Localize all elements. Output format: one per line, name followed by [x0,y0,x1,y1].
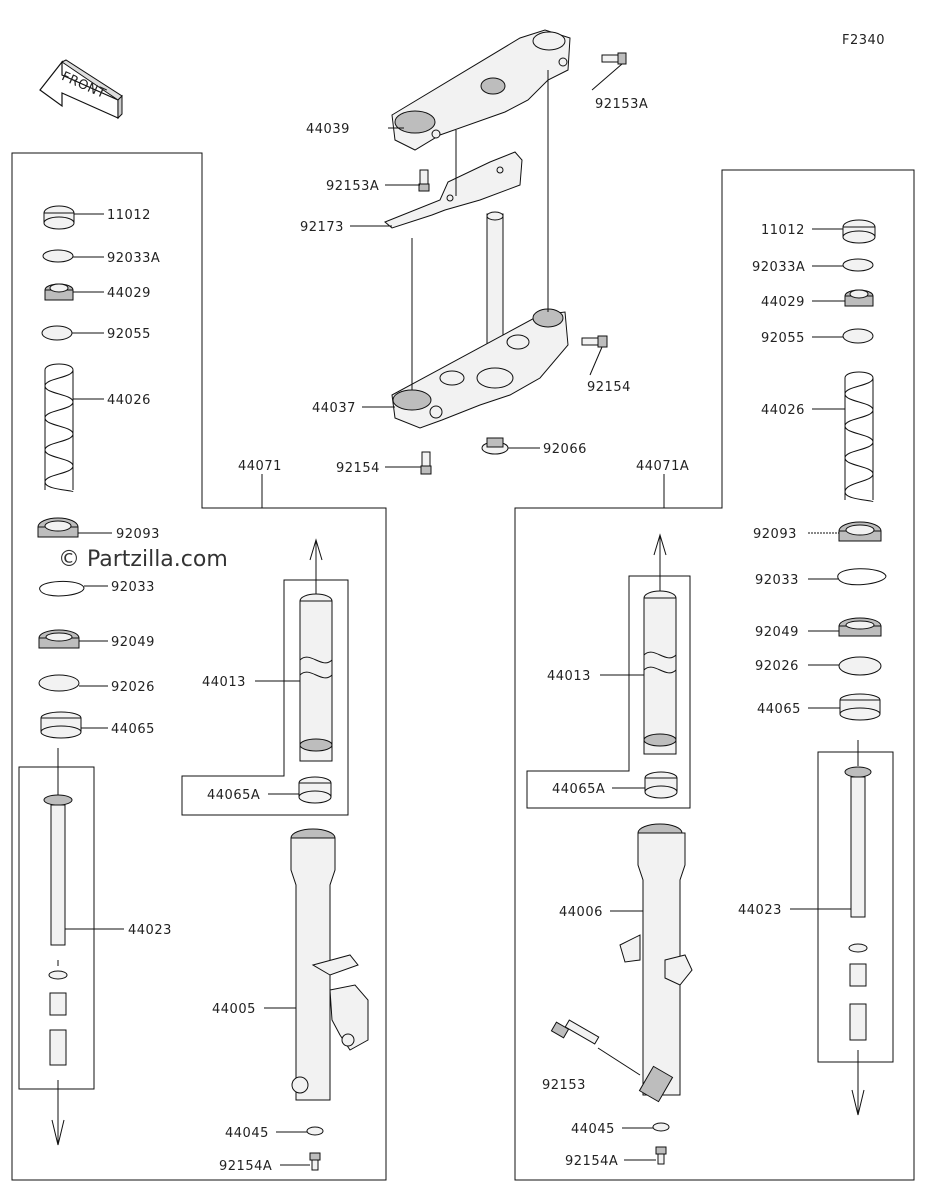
left-label-11012: 11012 [107,208,151,223]
front-arrow-icon [39,59,123,120]
right-label-92055: 92055 [761,331,805,346]
right-label-44071a: 44071A [636,459,689,474]
right-seal-92093 [838,521,882,542]
left-ring-92033a [42,249,74,263]
left-outer-tube-44005 [290,828,369,1101]
left-label-92033: 92033 [111,580,155,595]
left-label-92093: 92093 [116,527,160,542]
right-label-11012: 11012 [761,223,805,238]
left-bushing-44065a [298,776,332,804]
left-inner-tube-44013 [299,593,333,762]
right-label-44013: 44013 [547,669,591,684]
right-damper-44023 [844,766,872,1041]
label-92154-right: 92154 [587,380,631,395]
bolt-92154-right [581,335,608,348]
right-seal-92049 [838,617,882,637]
plate-92173 [384,151,523,229]
right-bushing-44065a [644,771,678,799]
left-44023-box [18,766,95,1090]
right-label-92154a: 92154A [565,1154,618,1169]
left-label-92055: 92055 [107,327,151,342]
right-label-44023: 44023 [738,903,782,918]
left-plug-44029 [44,283,74,301]
left-spring-44026 [44,363,74,493]
left-clip-92033 [39,580,85,597]
figure-code: F2340 [842,33,885,48]
right-fork-frame [514,169,915,1181]
right-label-92049: 92049 [755,625,799,640]
left-label-44026: 44026 [107,393,151,408]
left-washer-44045 [306,1126,324,1136]
left-label-44065: 44065 [111,722,155,737]
upper-bracket-44039 [391,29,571,151]
bolt-92153a-top [601,52,627,65]
label-44039: 44039 [306,122,350,137]
label-92066: 92066 [543,442,587,457]
bolt-92154-left [420,451,432,475]
right-cap-11012 [842,219,876,244]
right-oring-92055 [842,328,874,344]
right-plug-44029 [844,289,874,307]
left-washer-92026 [38,674,80,692]
right-bolt-92153 [550,1019,600,1045]
label-44037: 44037 [312,401,356,416]
right-44023-box [817,751,894,1063]
right-label-92093: 92093 [753,527,797,542]
left-label-44045: 44045 [225,1126,269,1141]
left-label-44029: 44029 [107,286,151,301]
right-label-44065a: 44065A [552,782,605,797]
label-92153a-mid: 92153A [326,179,379,194]
right-label-92033: 92033 [755,573,799,588]
left-label-92049: 92049 [111,635,155,650]
right-spring-44026 [844,371,874,503]
left-bushing-44065 [40,711,82,739]
left-label-44023: 44023 [128,923,172,938]
bolt-92153a-mid [418,169,430,192]
right-outer-tube-44006 [619,823,693,1103]
right-inner-tube-44013 [643,590,677,755]
left-cap-11012 [43,205,75,230]
left-44013-box [181,579,349,816]
left-label-44013: 44013 [202,675,246,690]
right-ring-92033a [842,258,874,272]
nut-92066 [481,437,509,455]
label-92154-left: 92154 [336,461,380,476]
leader-lines [65,63,851,1166]
right-label-44029: 44029 [761,295,805,310]
left-damper-44023 [43,794,73,1066]
left-fork-frame [11,152,387,1181]
steering-stem-44037 [391,211,569,429]
left-label-92154a: 92154A [219,1159,272,1174]
left-label-92026: 92026 [111,680,155,695]
right-bolt-92154a [655,1146,667,1165]
right-label-44026: 44026 [761,403,805,418]
left-bolt-92154a [309,1152,321,1171]
right-label-44065: 44065 [757,702,801,717]
left-oring-92055 [41,325,73,341]
right-label-92033a: 92033A [752,260,805,275]
right-label-44045: 44045 [571,1122,615,1137]
right-washer-92026 [838,656,882,676]
left-label-44071: 44071 [238,459,282,474]
right-bushing-44065 [839,693,881,721]
right-44013-box [526,575,691,809]
label-92173: 92173 [300,220,344,235]
left-label-44065a: 44065A [207,788,260,803]
left-seal-92049 [38,629,80,649]
label-92153a-top: 92153A [595,97,648,112]
right-label-92153: 92153 [542,1078,586,1093]
right-clip-92033 [837,568,887,586]
right-label-92026: 92026 [755,659,799,674]
left-label-92033a: 92033A [107,251,160,266]
right-label-44006: 44006 [559,905,603,920]
right-washer-44045 [652,1122,670,1132]
left-label-44005: 44005 [212,1002,256,1017]
left-seal-92093 [37,517,79,538]
watermark: © Partzilla.com [58,547,228,572]
